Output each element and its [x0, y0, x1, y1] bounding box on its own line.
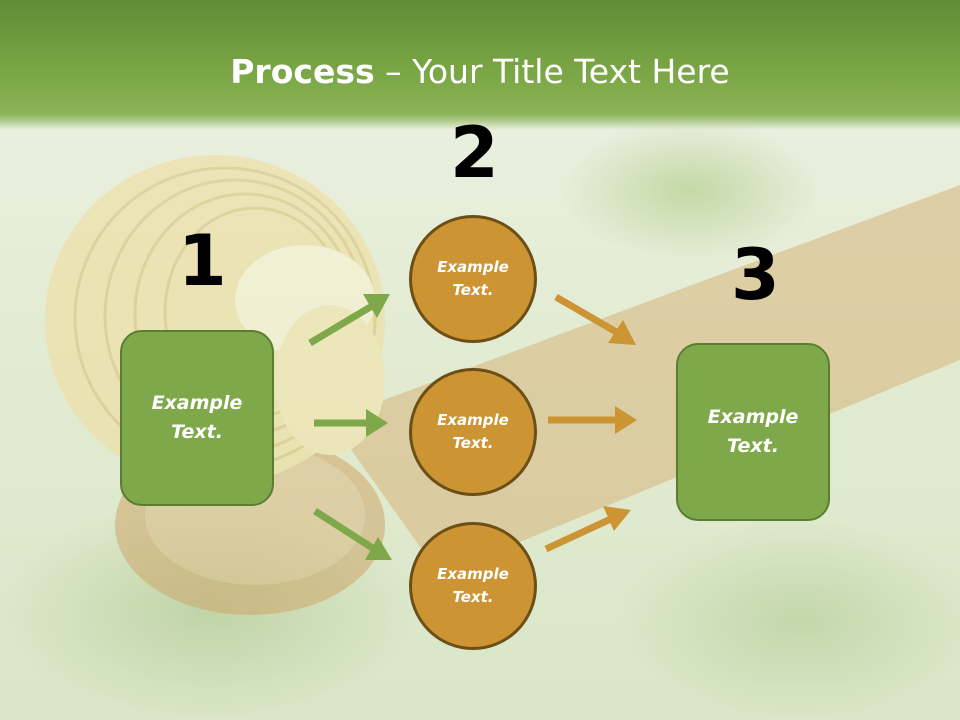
left-box-label: Example Text.	[151, 392, 243, 443]
arrow-top-to-right	[554, 293, 620, 337]
background-blur	[560, 120, 820, 260]
step-number-2: 2	[450, 112, 499, 194]
arrow-bottom-to-right	[544, 514, 615, 553]
right-box-label: Example Text.	[707, 406, 799, 457]
circle-bottom-label: Example Text.	[437, 565, 509, 606]
left-process-box: Example Text.	[120, 330, 274, 506]
arrow-middle-to-right-head	[615, 406, 637, 434]
title-bold: Process	[230, 52, 375, 91]
title-bar	[0, 0, 960, 130]
arrow-left-to-top-head	[363, 294, 390, 318]
step-number-3: 3	[731, 234, 780, 316]
title-rest: – Your Title Text Here	[374, 52, 730, 91]
arrow-left-to-bottom	[313, 508, 376, 552]
arrow-left-to-top	[308, 302, 374, 347]
step-number-1: 1	[178, 220, 227, 302]
circle-top-label: Example Text.	[437, 258, 509, 299]
page-title: Process – Your Title Text Here	[0, 52, 960, 91]
background-blur	[620, 520, 960, 720]
circle-top: Example Text.	[409, 215, 537, 343]
circle-middle: Example Text.	[409, 368, 537, 496]
circle-bottom: Example Text.	[409, 522, 537, 650]
arrow-left-to-middle-head	[366, 409, 388, 437]
circle-middle-label: Example Text.	[437, 411, 509, 452]
arrow-top-to-right-head	[608, 320, 636, 345]
arrow-bottom-to-right-head	[603, 506, 631, 531]
arrow-left-to-bottom-head	[365, 537, 392, 560]
right-process-box: Example Text.	[676, 343, 830, 521]
